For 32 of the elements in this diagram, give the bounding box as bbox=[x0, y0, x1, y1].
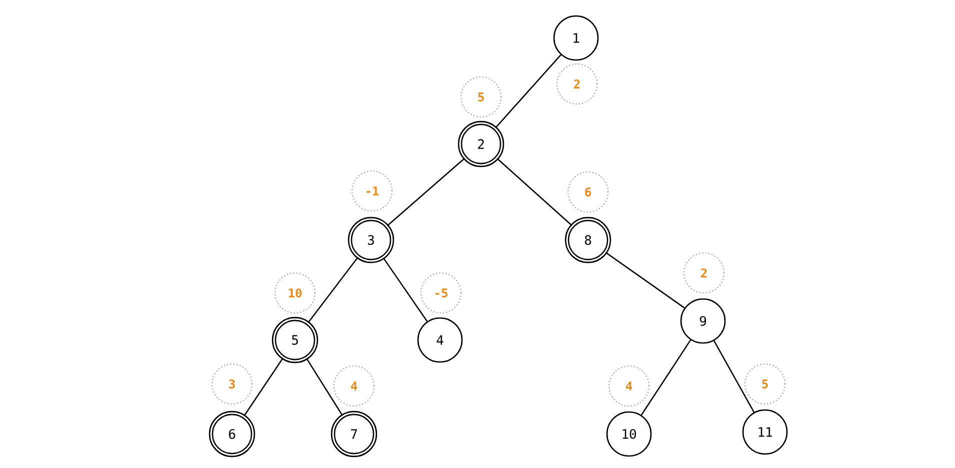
weight-label: 10 bbox=[274, 272, 316, 314]
double-circle-node: 2 bbox=[458, 120, 504, 168]
weight-label: 5 bbox=[744, 363, 786, 405]
weight-label: 4 bbox=[608, 365, 650, 407]
edge-line bbox=[308, 256, 358, 324]
edge-line bbox=[382, 257, 428, 322]
edge-line bbox=[605, 252, 685, 308]
edge-line bbox=[640, 340, 692, 416]
circle-node: 1 bbox=[553, 15, 599, 61]
weight-label: 2 bbox=[556, 63, 598, 105]
double-circle-node: 7 bbox=[330, 410, 378, 458]
edge-line bbox=[496, 158, 572, 226]
edge-line bbox=[386, 158, 466, 226]
double-circle-node: 8 bbox=[564, 216, 612, 264]
weight-label: 3 bbox=[211, 363, 253, 405]
weight-label: -5 bbox=[420, 272, 462, 314]
weight-label: -1 bbox=[351, 170, 393, 212]
circle-node: 10 bbox=[606, 411, 652, 457]
double-circle-node: 3 bbox=[348, 216, 394, 264]
weight-label: 2 bbox=[683, 252, 725, 294]
weight-label: 4 bbox=[333, 365, 375, 407]
edge-line bbox=[494, 54, 562, 128]
circle-node: 4 bbox=[417, 317, 463, 363]
weight-label: 6 bbox=[567, 171, 609, 213]
edge-line bbox=[244, 358, 284, 416]
edge-line bbox=[306, 358, 344, 416]
circle-node: 9 bbox=[680, 298, 726, 344]
circle-node: 11 bbox=[742, 409, 788, 455]
weight-label: 5 bbox=[460, 76, 502, 118]
double-circle-node: 6 bbox=[208, 410, 256, 458]
edge-line bbox=[713, 340, 755, 413]
double-circle-node: 5 bbox=[272, 316, 318, 364]
